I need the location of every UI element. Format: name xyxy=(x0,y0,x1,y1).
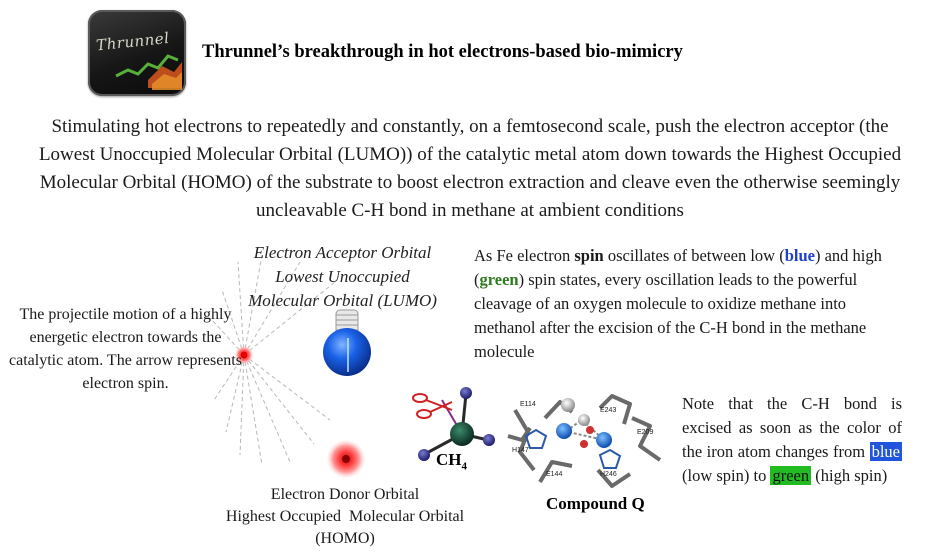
homo-label: Electron Donor Orbital Highest Occupied … xyxy=(175,484,515,550)
thrunnel-logo-icon xyxy=(115,54,182,90)
low-spin-keyword: blue xyxy=(784,246,815,265)
lumo-label-line: Lowest Unoccupied xyxy=(275,267,410,286)
green-highlight: green xyxy=(770,466,812,485)
electron-core xyxy=(240,351,248,359)
oxygen-atom-icon xyxy=(561,398,575,412)
compound-q-label: Compound Q xyxy=(546,494,645,513)
residue-label: E243 xyxy=(600,407,616,414)
methane-label: CH4 xyxy=(436,450,467,473)
lumo-label: Electron Acceptor Orbital Lowest Unoccup… xyxy=(225,241,460,313)
high-spin-keyword: green xyxy=(479,270,519,289)
trajectory-line xyxy=(221,289,245,356)
homo-orbital-icon xyxy=(327,440,365,478)
trajectory-line xyxy=(243,281,336,356)
electron-trajectory-lines xyxy=(211,254,336,466)
blue-highlight: blue xyxy=(869,442,902,461)
oxygen-atom-icon xyxy=(578,414,590,426)
residue-label: E209 xyxy=(637,429,653,436)
trajectory-line xyxy=(243,354,331,421)
trajectory-line xyxy=(239,354,245,456)
page-title: Thrunnel’s breakthrough in hot electrons… xyxy=(202,42,683,62)
electron-description: The projectile motion of a highly energe… xyxy=(9,306,242,392)
trajectory-line xyxy=(243,254,263,356)
thrunnel-logo: Thrunnel xyxy=(88,10,186,96)
trajectory-line xyxy=(243,354,291,463)
iron-atom-icon xyxy=(556,423,572,439)
homo-label-line: (HOMO) xyxy=(315,530,375,547)
homo-label-line: Highest Occupied Molecular Orbital xyxy=(225,508,465,525)
iron-atom-icon xyxy=(596,432,612,448)
trajectory-line xyxy=(237,261,245,356)
methane-molecule-icon xyxy=(412,387,495,461)
lumo-orbital-icon xyxy=(323,309,371,376)
trajectory-line xyxy=(213,354,245,401)
spin-oscillation-note: As Fe electron spin oscillates of betwee… xyxy=(474,246,882,361)
trajectory-line xyxy=(243,354,263,466)
trajectory-line xyxy=(225,354,245,433)
residue-label: H246 xyxy=(600,471,617,478)
trajectory-line xyxy=(243,354,315,445)
lumo-label-line: Electron Acceptor Orbital xyxy=(253,243,432,262)
residue-label: H147 xyxy=(512,447,529,454)
compound-q-structure-icon xyxy=(507,394,662,488)
residue-label: E144 xyxy=(546,471,562,478)
residue-label: E114 xyxy=(520,401,536,408)
bridge-atom-icon xyxy=(580,440,588,448)
intro-paragraph: Stimulating hot electrons to repeatedly … xyxy=(38,116,902,221)
homo-label-line: Electron Donor Orbital xyxy=(270,486,420,503)
lumo-label-line: Molecular Orbital (LUMO) xyxy=(248,291,437,310)
ch-bond-note: Note that the C-H bond is excised as soo… xyxy=(682,394,902,485)
spin-keyword: spin xyxy=(574,246,604,265)
bridge-atom-icon xyxy=(586,426,594,434)
